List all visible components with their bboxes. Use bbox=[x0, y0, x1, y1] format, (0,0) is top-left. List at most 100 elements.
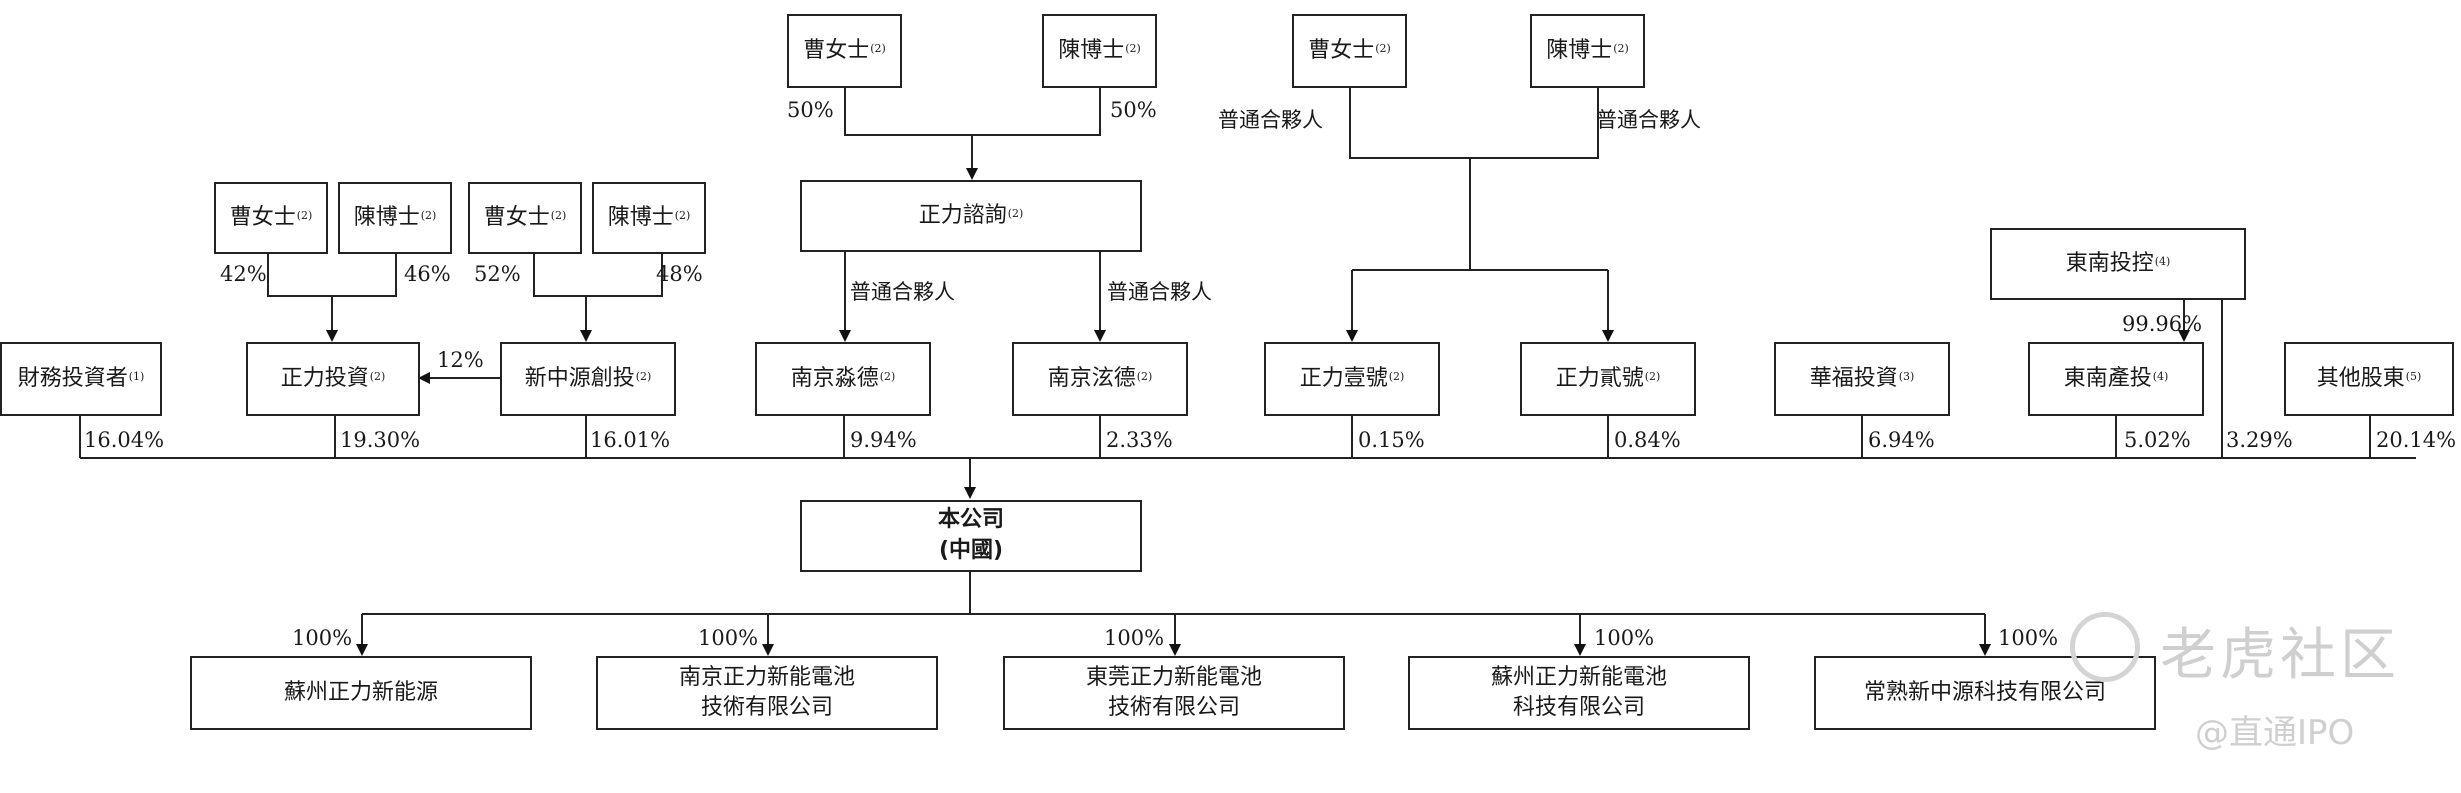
pct-label: 42% bbox=[220, 262, 267, 286]
shareholder-box: 新中源創投(2) bbox=[500, 342, 676, 416]
subsidiary-name: 蘇州正力新能電池 bbox=[1490, 665, 1667, 691]
entity-name: 東南產投 bbox=[2063, 366, 2152, 392]
shareholder-box: 南京泫德(2) bbox=[1012, 342, 1188, 416]
watermark-logo-icon bbox=[2070, 612, 2140, 682]
footnote: (2) bbox=[1375, 42, 1391, 56]
top-right-owner-cao: 曹女士(2) bbox=[1292, 14, 1407, 88]
footnote: (2) bbox=[420, 209, 437, 223]
entity-name: 南京泫德 bbox=[1047, 366, 1136, 392]
subsidiary-name: 蘇州正力新能源 bbox=[283, 680, 438, 706]
shareholder-box: 東南產投(4) bbox=[2028, 342, 2204, 416]
owner-name: 曹女士 bbox=[483, 205, 550, 231]
pct-label: 100% bbox=[698, 626, 759, 650]
entity-name: 東南投控 bbox=[2065, 251, 2154, 277]
pct-label: 0.84% bbox=[1614, 428, 1681, 452]
footnote: (2) bbox=[1613, 42, 1629, 56]
subsidiary-box: 南京正力新能電池 技術有限公司 bbox=[596, 656, 938, 730]
shareholder-box: 南京淼德(2) bbox=[755, 342, 931, 416]
footnote: (3) bbox=[1898, 370, 1915, 384]
footnote: (4) bbox=[2152, 370, 2169, 384]
pct-label: 16.04% bbox=[84, 428, 165, 452]
pct-label: 6.94% bbox=[1868, 428, 1935, 452]
pct-label: 9.94% bbox=[850, 428, 917, 452]
pct-label: 16.01% bbox=[590, 428, 671, 452]
owner-name: 曹女士 bbox=[229, 205, 296, 231]
owner-name: 陳博士 bbox=[607, 205, 674, 231]
company-name: 本公司 bbox=[937, 507, 1004, 533]
company-jurisdiction: (中國) bbox=[938, 538, 1004, 563]
subsidiary-name-line2: 技術有限公司 bbox=[1107, 695, 1240, 720]
entity-name: 新中源創投 bbox=[524, 366, 635, 392]
mid-owner-chen-1: 陳博士(2) bbox=[338, 182, 452, 254]
pct-label: 0.15% bbox=[1358, 428, 1425, 452]
footnote: (2) bbox=[674, 209, 691, 223]
subsidiary-box: 蘇州正力新能電池 科技有限公司 bbox=[1408, 656, 1750, 730]
gp-label: 普通合夥人 bbox=[1107, 280, 1212, 304]
shareholder-box: 正力貳號(2) bbox=[1520, 342, 1696, 416]
pct-label: 19.30% bbox=[340, 428, 421, 452]
pct-label: 99.96% bbox=[2122, 312, 2203, 336]
mid-owner-chen-2: 陳博士(2) bbox=[592, 182, 706, 254]
entity-name: 南京淼德 bbox=[790, 366, 879, 392]
entity-zhengli-consulting: 正力諮詢(2) bbox=[800, 180, 1142, 252]
pct-label: 5.02% bbox=[2124, 428, 2191, 452]
pct-label: 50% bbox=[787, 98, 834, 122]
footnote: (2) bbox=[879, 370, 896, 384]
pct-label: 52% bbox=[474, 262, 521, 286]
pct-label: 3.29% bbox=[2226, 428, 2293, 452]
footnote: (2) bbox=[369, 370, 386, 384]
footnote: (2) bbox=[296, 209, 313, 223]
shareholder-box: 正力壹號(2) bbox=[1264, 342, 1440, 416]
gp-label: 普通合夥人 bbox=[1596, 108, 1701, 132]
entity-name: 其他股東 bbox=[2316, 366, 2405, 392]
subsidiary-box: 東莞正力新能電池 技術有限公司 bbox=[1003, 656, 1345, 730]
entity-name: 正力貳號 bbox=[1555, 366, 1644, 392]
entity-name: 華福投資 bbox=[1809, 366, 1898, 392]
owner-name: 曹女士 bbox=[803, 38, 870, 64]
footnote: (2) bbox=[1136, 370, 1153, 384]
owner-name: 陳博士 bbox=[353, 205, 420, 231]
cross-holding-pct: 12% bbox=[437, 348, 484, 372]
footnote: (2) bbox=[1644, 370, 1661, 384]
top-right-owner-chen: 陳博士(2) bbox=[1530, 14, 1645, 88]
entity-name: 財務投資者 bbox=[17, 366, 128, 392]
subsidiary-name-line2: 技術有限公司 bbox=[700, 695, 833, 720]
pct-label: 50% bbox=[1110, 98, 1157, 122]
subsidiary-box: 蘇州正力新能源 bbox=[190, 656, 532, 730]
shareholder-box: 華福投資(3) bbox=[1774, 342, 1950, 416]
pct-label: 100% bbox=[292, 626, 353, 650]
pct-label: 100% bbox=[1594, 626, 1655, 650]
shareholder-box: 財務投資者(1) bbox=[0, 342, 162, 416]
owner-name: 陳博士 bbox=[1058, 38, 1125, 64]
shareholder-box: 正力投資(2) bbox=[246, 342, 420, 416]
pct-label: 46% bbox=[404, 262, 451, 286]
footnote: (2) bbox=[1125, 42, 1141, 56]
entity-name: 正力諮詢 bbox=[918, 203, 1007, 229]
footnote: (2) bbox=[550, 209, 567, 223]
watermark-brand: 老虎社区 bbox=[2160, 623, 2400, 688]
subsidiary-name: 南京正力新能電池 bbox=[678, 665, 855, 691]
company-box: 本公司 (中國) bbox=[800, 500, 1142, 572]
footnote: (2) bbox=[870, 42, 886, 56]
entity-name: 正力投資 bbox=[280, 366, 369, 392]
subsidiary-name: 東莞正力新能電池 bbox=[1085, 665, 1262, 691]
pct-label: 100% bbox=[1998, 626, 2059, 650]
footnote: (2) bbox=[1388, 370, 1405, 384]
holding-dongnan-tokong: 東南投控(4) bbox=[1990, 228, 2246, 300]
top-left-owner-chen: 陳博士(2) bbox=[1042, 14, 1157, 88]
watermark-handle: @直通IPO bbox=[2195, 713, 2355, 753]
owner-name: 陳博士 bbox=[1546, 38, 1613, 64]
shareholder-box: 其他股東(5) bbox=[2284, 342, 2454, 416]
gp-label: 普通合夥人 bbox=[1218, 108, 1323, 132]
footnote: (2) bbox=[635, 370, 652, 384]
footnote: (1) bbox=[128, 370, 145, 384]
subsidiary-name: 常熟新中源科技有限公司 bbox=[1863, 680, 2106, 706]
pct-label: 20.14% bbox=[2376, 428, 2457, 452]
footnote: (2) bbox=[1007, 207, 1024, 221]
pct-label: 48% bbox=[656, 262, 703, 286]
gp-label: 普通合夥人 bbox=[850, 280, 955, 304]
owner-name: 曹女士 bbox=[1308, 38, 1375, 64]
subsidiary-name-line2: 科技有限公司 bbox=[1512, 695, 1645, 720]
